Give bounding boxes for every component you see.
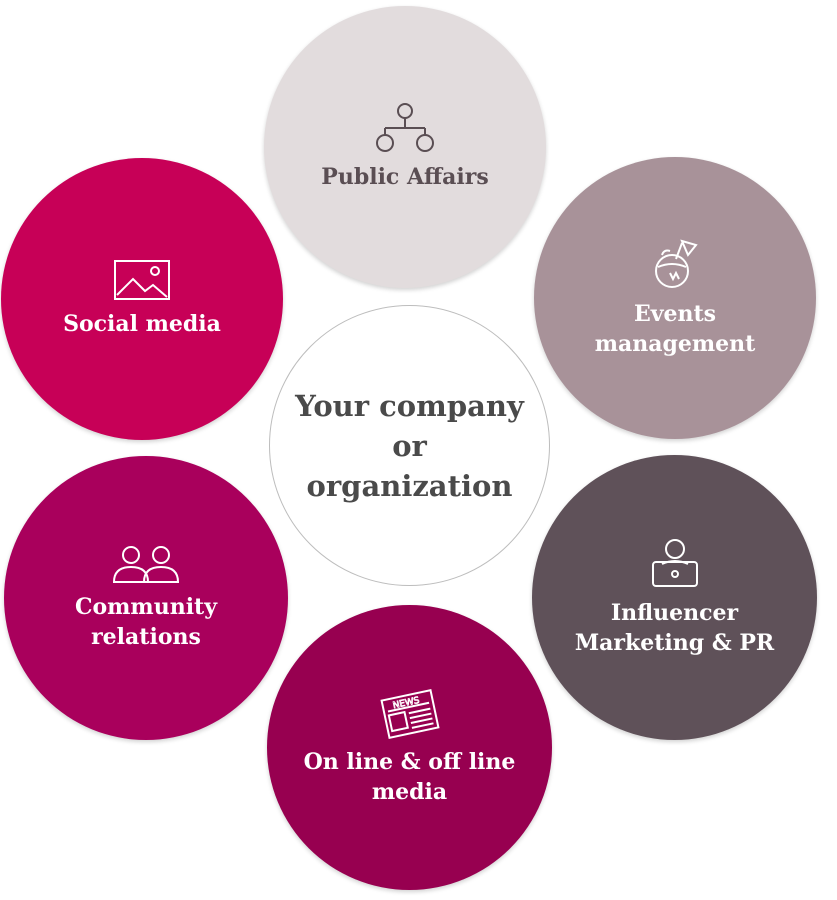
newspaper-icon: NEWS	[379, 688, 441, 739]
coconut-drink-icon	[648, 237, 702, 291]
node-label: Community relations	[74, 594, 218, 650]
node-influencer-marketing: Influencer Marketing & PR	[532, 455, 817, 740]
node-label: Events management	[594, 301, 756, 357]
node-media: NEWS On line & off line media	[267, 605, 552, 890]
image-icon	[113, 259, 171, 301]
node-public-affairs: Public Affairs	[264, 6, 546, 288]
node-events-management: Events management	[534, 157, 816, 439]
users-icon	[111, 544, 181, 584]
node-social-media: Social media	[1, 158, 283, 440]
node-label: Social media	[63, 311, 221, 337]
node-label: Public Affairs	[321, 164, 489, 190]
node-label: On line & off line media	[303, 748, 516, 805]
org-chart-icon	[373, 102, 437, 154]
center-node: Your company or organization	[269, 305, 550, 586]
node-label: Influencer Marketing & PR	[574, 599, 775, 656]
person-laptop-icon	[648, 538, 702, 590]
node-community-relations: Community relations	[4, 456, 288, 740]
center-label: Your company or organization	[295, 388, 524, 503]
